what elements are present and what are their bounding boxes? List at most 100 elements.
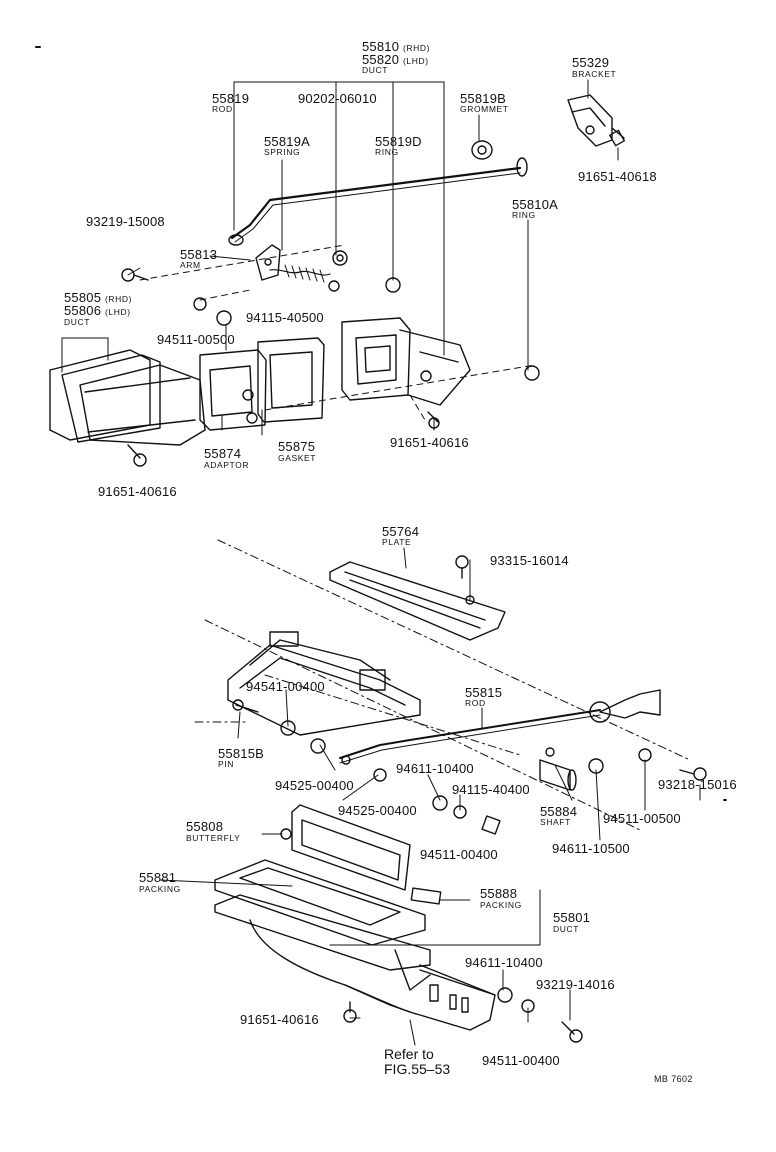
washer-94611-10500 [588,758,604,774]
shaft-55884 [539,747,577,791]
label-91651-40616-a: 91651-40616 [98,484,177,499]
duct-55801 [214,894,496,1031]
label-55801-name: DUCT [553,924,580,934]
label-93219-15008: 93219-15008 [86,214,165,229]
pin-55815b [232,699,259,713]
washer-94525-a [310,738,326,754]
label-55815b-name: PIN [218,759,234,769]
packing-55888 [410,887,442,905]
label-55874: 55874 [204,446,242,461]
screw-93219-14016 [561,1021,583,1043]
label-93218-15016: 93218-15016 [658,777,737,792]
duct-55805 [49,349,206,446]
washer-94525-b [373,768,387,782]
label-55810a: 55810A [512,197,559,212]
washer-94541 [280,720,296,736]
plate-55764 [329,561,506,641]
spring-55819a [269,264,340,292]
drawing-code: MB 7602 [654,1074,693,1084]
label-55329: 55329 [572,55,610,70]
label-55764: 55764 [382,524,420,539]
ring-55819d [385,277,401,293]
label-55819a: 55819A [264,134,311,149]
screw-93315-16014 [455,555,469,579]
label-55888: 55888 [480,886,518,901]
nut-94115-40400 [481,815,501,835]
label-55819: 55819 [212,91,250,106]
butterfly-55808 [280,804,411,891]
duct-55810 [341,317,471,406]
label-55875-name: GASKET [278,453,317,463]
grommet-55819b [471,140,493,160]
label-94525-00400-b: 94525-00400 [338,803,417,818]
gasket-55875 [257,337,325,423]
nut-94511-00500 [638,748,652,762]
bracket-55329 [567,94,626,147]
adaptor-55874 [199,349,267,431]
label-55805: 55805 (RHD) [64,290,133,305]
washer-94611-a [432,795,448,811]
label-55813: 55813 [180,247,218,262]
label-55819d: 55819D [375,134,422,149]
nut-94115-40500 [216,310,232,326]
label-55884: 55884 [540,804,578,819]
label-55810a-name: RING [512,210,536,220]
label-55815: 55815 [465,685,503,700]
label-55815-name: ROD [465,698,486,708]
label-94115-40500: 94115-40500 [246,310,324,325]
label-55810: 55810 (RHD) [362,39,431,54]
label-55819b: 55819B [460,91,507,106]
washer-94511-00500 [193,297,207,311]
refer-to-text: Refer to [384,1046,434,1062]
label-91651-40618: 91651-40618 [578,169,657,184]
label-55884-name: SHAFT [540,817,571,827]
label-90202: 90202-06010 [298,91,377,106]
top-leader-lines [61,79,619,436]
label-94511-00400-b: 94511-00400 [482,1053,560,1068]
label-55801: 55801 [553,910,591,925]
rod-55819 [230,166,522,240]
top-dashed-lines [139,244,536,421]
label-93219-14016: 93219-14016 [536,977,615,992]
label-55820: 55820 (LHD) [362,52,429,67]
packing-55881 [214,859,426,946]
rod-55815 [339,689,661,765]
label-94541-00400: 94541-00400 [246,679,325,694]
nut-94511-a [453,805,467,819]
label-94611-10400-a: 94611-10400 [396,761,474,776]
screw-91651-40616-a [127,444,147,467]
refer-to-figure: FIG.55–53 [384,1061,451,1077]
label-55764-name: PLATE [382,537,412,547]
label-55815b: 55815B [218,746,265,761]
label-55819-name: ROD [212,104,233,114]
label-55875: 55875 [278,439,316,454]
label-94611-10500: 94611-10500 [552,841,630,856]
label-91651-40616-c: 91651-40616 [240,1012,319,1027]
screw-91651-40616-c [343,1001,357,1023]
label-94511-00400-a: 94511-00400 [420,847,498,862]
arm-55813 [255,244,348,281]
rod-end-knob [516,157,528,177]
label-55329-name: BRACKET [572,69,617,79]
label-94511-00500-a: 94511-00500 [157,332,235,347]
screw-93218-15016 [679,767,707,781]
label-55808: 55808 [186,819,224,834]
label-55813-name: ARM [180,260,201,270]
label-55888-name: PACKING [480,900,522,910]
label-55819a-name: SPRING [264,147,301,157]
label-55808-name: BUTTERFLY [186,833,241,843]
label-55819b-name: GROMMET [460,104,509,114]
label-94115-40400: 94115-40400 [452,782,530,797]
label-94611-10400-b: 94611-10400 [465,955,543,970]
label-93315-16014: 93315-16014 [490,553,569,568]
label-55881: 55881 [139,870,177,885]
label-94511-00500-b: 94511-00500 [603,811,681,826]
label-55881-name: PACKING [139,884,181,894]
washer-94611-b [497,987,513,1003]
label-55805-name: DUCT [64,317,91,327]
label-94525-00400-a: 94525-00400 [275,778,354,793]
screw-91651-40616-b [427,411,440,429]
bottom-dashed-lines [194,539,691,831]
nut-94511-b [521,999,535,1013]
